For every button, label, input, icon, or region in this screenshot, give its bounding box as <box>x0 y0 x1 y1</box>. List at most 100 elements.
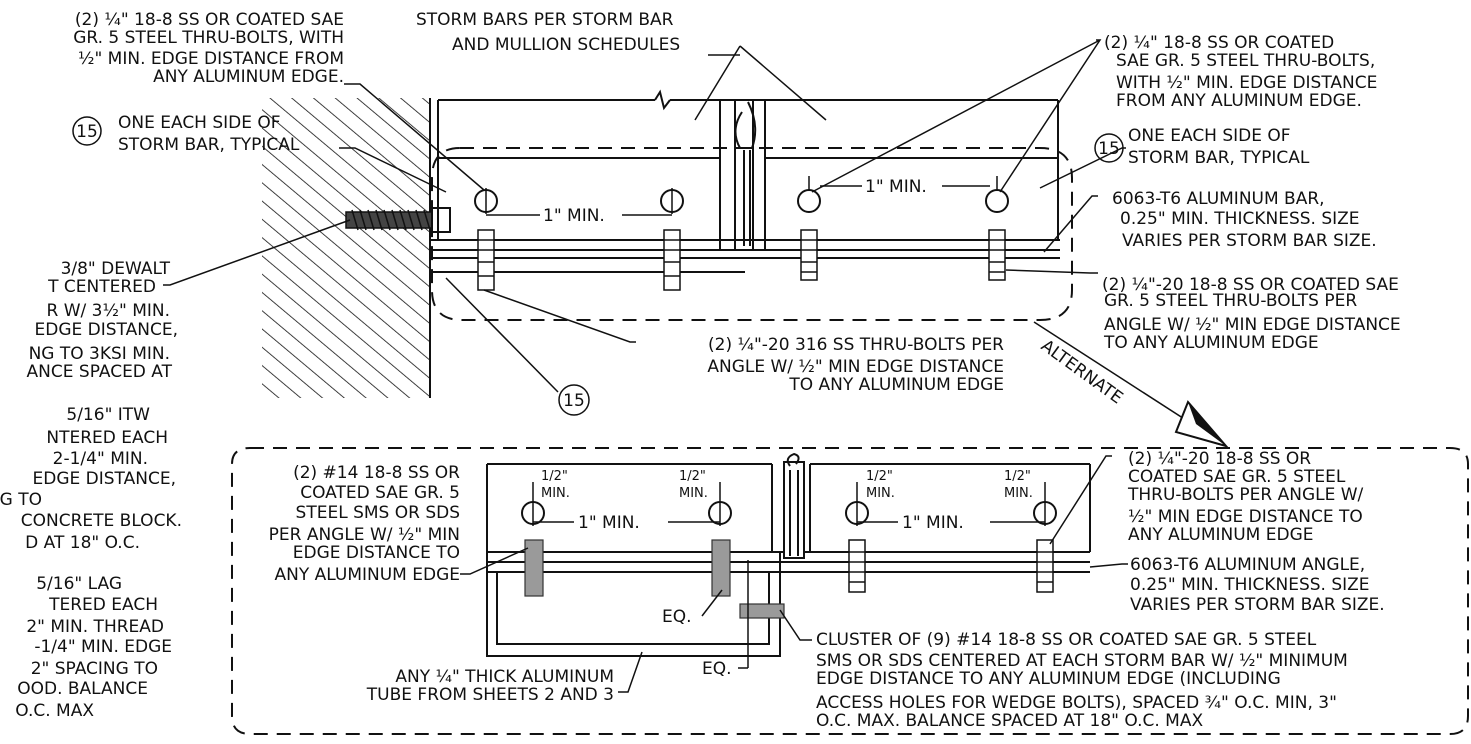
svg-text:(2) ¼"-20 18-8 SS OR COATED SA: (2) ¼"-20 18-8 SS OR COATED SAE <box>1102 275 1399 295</box>
label-dewalt: 3/8" DEWALT T CENTERED R W/ 3½" MIN. EDG… <box>27 259 178 382</box>
svg-text:TERED EACH: TERED EACH <box>48 595 158 615</box>
svg-text:15: 15 <box>76 122 98 142</box>
label-top-left-bolts: (2) ¼" 18-8 SS OR COATED SAE GR. 5 STEEL… <box>73 10 344 87</box>
label-half-inch-min: 1/2" MIN. 1/2" MIN. 1/2" MIN. 1/2" MIN. <box>541 469 1033 501</box>
label-eq-upper: EQ. <box>662 607 692 627</box>
svg-text:T CENTERED: T CENTERED <box>47 277 156 297</box>
svg-text:NG TO 3KSI MIN.: NG TO 3KSI MIN. <box>29 344 170 364</box>
svg-text:O.C. MAX. BALANCE SPACED AT 18: O.C. MAX. BALANCE SPACED AT 18" O.C. MAX <box>816 711 1203 731</box>
svg-text:ANGLE W/ ½" MIN EDGE DISTANCE: ANGLE W/ ½" MIN EDGE DISTANCE <box>707 357 1004 377</box>
label-alt-bolts-right: (2) ¼"-20 18-8 SS OR COATED SAE GR. 5 ST… <box>1127 449 1364 545</box>
svg-text:MIN.: MIN. <box>866 486 895 501</box>
label-tube: ANY ¼" THICK ALUMINUM TUBE FROM SHEETS 2… <box>366 667 614 705</box>
label-top-right-bolts: (2) ¼" 18-8 SS OR COATED SAE GR. 5 STEEL… <box>1104 33 1377 111</box>
svg-text:(2) ¼" 18-8 SS OR COATED: (2) ¼" 18-8 SS OR COATED <box>1104 33 1334 53</box>
svg-text:FROM ANY ALUMINUM EDGE.: FROM ANY ALUMINUM EDGE. <box>1116 91 1362 111</box>
svg-text:EDGE DISTANCE,: EDGE DISTANCE, <box>35 320 178 340</box>
svg-text:TO ANY ALUMINUM EDGE: TO ANY ALUMINUM EDGE <box>788 375 1004 395</box>
svg-text:MIN.: MIN. <box>541 486 570 501</box>
svg-text:O.C. MAX: O.C. MAX <box>15 701 94 721</box>
svg-text:MIN.: MIN. <box>679 486 708 501</box>
svg-text:TUBE FROM SHEETS 2 AND 3: TUBE FROM SHEETS 2 AND 3 <box>366 685 614 705</box>
label-one-inch-min-bottom-right: 1" MIN. <box>902 513 964 533</box>
svg-text:ANY ALUMINUM EDGE.: ANY ALUMINUM EDGE. <box>153 67 344 87</box>
svg-text:VARIES PER STORM BAR SIZE.: VARIES PER STORM BAR SIZE. <box>1130 595 1385 615</box>
svg-text:R W/ 3½" MIN.: R W/ 3½" MIN. <box>47 301 170 321</box>
svg-text:ANCE SPACED AT: ANCE SPACED AT <box>27 362 173 382</box>
top-detail <box>429 89 1073 321</box>
svg-text:15: 15 <box>1098 139 1120 159</box>
svg-text:NTERED EACH: NTERED EACH <box>46 428 168 448</box>
svg-text:STORM BARS PER STORM BAR: STORM BARS PER STORM BAR <box>416 10 674 30</box>
svg-text:2-1/4" MIN.: 2-1/4" MIN. <box>53 449 148 469</box>
svg-text:(2) ¼" 18-8 SS OR COATED SAE: (2) ¼" 18-8 SS OR COATED SAE <box>75 10 344 30</box>
svg-text:ONE EACH SIDE OF: ONE EACH SIDE OF <box>118 113 281 133</box>
svg-text:6063-T6 ALUMINUM BAR,: 6063-T6 ALUMINUM BAR, <box>1112 189 1325 209</box>
svg-text:SMS OR SDS CENTERED AT EACH ST: SMS OR SDS CENTERED AT EACH STORM BAR W/… <box>816 651 1348 671</box>
svg-text:5/16" ITW: 5/16" ITW <box>66 405 150 425</box>
svg-text:ANY ALUMINUM EDGE: ANY ALUMINUM EDGE <box>275 565 461 585</box>
svg-text:COATED SAE GR. 5: COATED SAE GR. 5 <box>300 483 460 503</box>
svg-text:SAE GR. 5 STEEL THRU-BOLTS,: SAE GR. 5 STEEL THRU-BOLTS, <box>1116 51 1375 71</box>
bottom-detail <box>231 447 1469 735</box>
label-eq-lower: EQ. <box>702 659 732 679</box>
svg-text:ANY ¼" THICK ALUMINUM: ANY ¼" THICK ALUMINUM <box>395 667 614 687</box>
svg-text:ANGLE W/ ½" MIN EDGE DISTANCE: ANGLE W/ ½" MIN EDGE DISTANCE <box>1104 315 1401 335</box>
svg-text:1/2": 1/2" <box>679 469 706 484</box>
svg-text:3/8" DEWALT: 3/8" DEWALT <box>61 259 171 279</box>
callout-15-right: 15 <box>1094 133 1124 163</box>
label-storm-bars: STORM BARS PER STORM BAR AND MULLION SCH… <box>416 10 680 55</box>
svg-text:6063-T6 ALUMINUM ANGLE,: 6063-T6 ALUMINUM ANGLE, <box>1130 555 1365 575</box>
svg-text:EDGE DISTANCE,: EDGE DISTANCE, <box>33 469 176 489</box>
svg-text:PER ANGLE W/ ½" MIN: PER ANGLE W/ ½" MIN <box>269 525 460 545</box>
label-one-inch-min-top-right: 1" MIN. <box>865 177 927 197</box>
label-cluster: CLUSTER OF (9) #14 18-8 SS OR COATED SAE… <box>816 630 1348 731</box>
svg-text:WITH ½" MIN. EDGE DISTANCE: WITH ½" MIN. EDGE DISTANCE <box>1116 73 1377 93</box>
bottom-leaders <box>460 455 1128 693</box>
callout-15-bottom: 15 <box>563 391 585 411</box>
label-each-side-left: ONE EACH SIDE OF STORM BAR, TYPICAL <box>118 113 300 155</box>
svg-text:G TO: G TO <box>0 490 42 510</box>
label-one-inch-min-top-left: 1" MIN. <box>543 206 605 226</box>
svg-text:0.25" MIN. THICKNESS. SIZE: 0.25" MIN. THICKNESS. SIZE <box>1120 209 1360 229</box>
svg-text:TO ANY ALUMINUM EDGE: TO ANY ALUMINUM EDGE <box>1103 333 1319 353</box>
svg-text:STORM BAR, TYPICAL: STORM BAR, TYPICAL <box>118 135 300 155</box>
callout-15-left: 15 <box>72 116 102 146</box>
label-lag: 5/16" LAG TERED EACH 2" MIN. THREAD -1/4… <box>15 574 172 721</box>
top-leaders <box>163 39 1126 416</box>
svg-text:5/16" LAG: 5/16" LAG <box>36 574 122 594</box>
svg-text:AND MULLION SCHEDULES: AND MULLION SCHEDULES <box>452 35 680 55</box>
alternate-arrow <box>1033 321 1229 448</box>
svg-text:ANY ALUMINUM EDGE: ANY ALUMINUM EDGE <box>1128 525 1314 545</box>
svg-text:(2) ¼"-20 18-8 SS OR: (2) ¼"-20 18-8 SS OR <box>1128 449 1311 469</box>
dewalt-anchor <box>345 207 451 233</box>
svg-text:EDGE DISTANCE TO ANY ALUMINUM: EDGE DISTANCE TO ANY ALUMINUM EDGE (INCL… <box>816 669 1281 689</box>
svg-text:1/2": 1/2" <box>866 469 893 484</box>
svg-text:STORM BAR, TYPICAL: STORM BAR, TYPICAL <box>1128 148 1310 168</box>
svg-text:CLUSTER OF (9) #14 18-8 SS OR: CLUSTER OF (9) #14 18-8 SS OR COATED SAE… <box>816 630 1317 650</box>
svg-text:-1/4" MIN. EDGE: -1/4" MIN. EDGE <box>34 637 172 657</box>
svg-text:CONCRETE BLOCK.: CONCRETE BLOCK. <box>21 511 182 531</box>
svg-text:MIN.: MIN. <box>1004 486 1033 501</box>
label-right-bolts-angle: (2) ¼"-20 18-8 SS OR COATED SAE GR. 5 ST… <box>1102 275 1401 353</box>
svg-text:½" MIN EDGE DISTANCE TO: ½" MIN EDGE DISTANCE TO <box>1128 507 1363 527</box>
svg-text:0.25" MIN. THICKNESS. SIZE: 0.25" MIN. THICKNESS. SIZE <box>1130 575 1370 595</box>
svg-text:COATED SAE GR. 5 STEEL: COATED SAE GR. 5 STEEL <box>1128 467 1346 487</box>
svg-text:(2) ¼"-20 316 SS THRU-BOLTS PE: (2) ¼"-20 316 SS THRU-BOLTS PER <box>708 335 1004 355</box>
svg-text:EDGE DISTANCE TO: EDGE DISTANCE TO <box>293 543 460 563</box>
svg-text:STEEL SMS OR SDS: STEEL SMS OR SDS <box>296 503 460 523</box>
svg-text:D AT 18" O.C.: D AT 18" O.C. <box>25 533 140 553</box>
svg-text:VARIES PER STORM BAR SIZE.: VARIES PER STORM BAR SIZE. <box>1122 231 1377 251</box>
svg-text:ACCESS HOLES FOR WEDGE BOLTS),: ACCESS HOLES FOR WEDGE BOLTS), SPACED ¾"… <box>816 693 1337 713</box>
svg-text:GR. 5 STEEL THRU-BOLTS, WITH: GR. 5 STEEL THRU-BOLTS, WITH <box>73 28 344 48</box>
label-aluminum-bar: 6063-T6 ALUMINUM BAR, 0.25" MIN. THICKNE… <box>1112 189 1377 251</box>
svg-text:OOD. BALANCE: OOD. BALANCE <box>17 679 148 699</box>
svg-text:1/2": 1/2" <box>1004 469 1031 484</box>
svg-text:2" SPACING TO: 2" SPACING TO <box>31 659 158 679</box>
svg-text:1/2": 1/2" <box>541 469 568 484</box>
svg-text:2" MIN. THREAD: 2" MIN. THREAD <box>26 617 164 637</box>
svg-text:THRU-BOLTS PER ANGLE W/: THRU-BOLTS PER ANGLE W/ <box>1127 485 1364 505</box>
label-sms-left: (2) #14 18-8 SS OR COATED SAE GR. 5 STEE… <box>269 463 461 585</box>
svg-text:GR. 5 STEEL THRU-BOLTS PER: GR. 5 STEEL THRU-BOLTS PER <box>1104 291 1357 311</box>
